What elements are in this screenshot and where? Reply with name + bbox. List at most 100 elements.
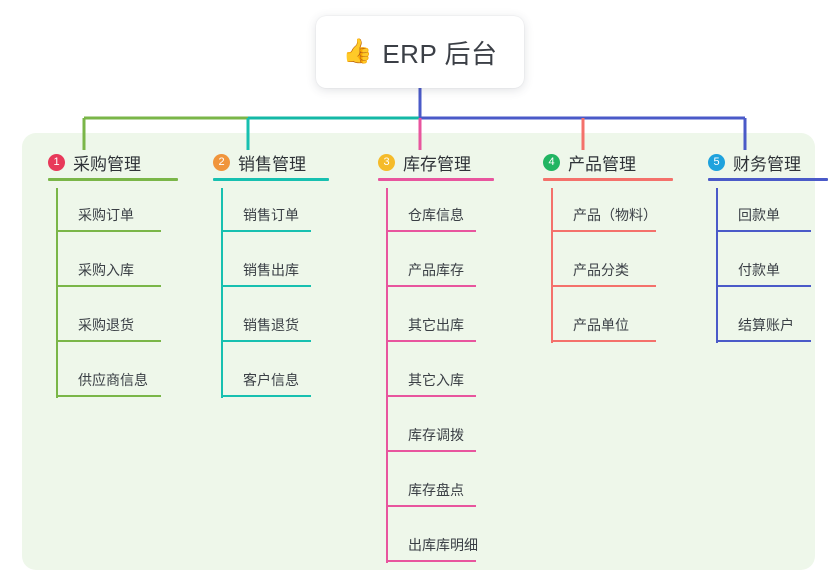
leaf-item[interactable]: 产品分类: [551, 243, 656, 287]
leaf-item[interactable]: 回款单: [716, 188, 811, 232]
leaf-item[interactable]: 其它出库: [386, 298, 476, 342]
leaf-label: 其它入库: [408, 372, 464, 388]
leaf-item[interactable]: 产品库存: [386, 243, 476, 287]
column-underline-1: [48, 178, 178, 181]
column-underline-3: [378, 178, 494, 181]
leaf-spine-4: [551, 188, 553, 343]
leaf-underline: [716, 230, 811, 232]
leaf-item[interactable]: 产品（物料）: [551, 188, 657, 232]
thumbs-up-icon: 👍: [342, 38, 373, 65]
column-badge-3: 3: [378, 153, 395, 171]
leaf-label: 产品（物料）: [573, 207, 657, 223]
leaf-underline: [386, 340, 476, 342]
leaf-label: 其它出库: [408, 317, 464, 333]
leaf-label: 出库库明细: [408, 537, 478, 553]
leaf-underline: [551, 230, 656, 232]
column-underline-5: [708, 178, 828, 181]
leaf-underline: [551, 340, 656, 342]
leaf-item[interactable]: 采购退货: [56, 298, 161, 342]
leaf-label: 销售订单: [243, 207, 299, 223]
leaf-list-1: 采购订单采购入库采购退货供应商信息: [34, 188, 184, 408]
leaf-label: 回款单: [738, 207, 780, 223]
leaf-underline: [386, 505, 476, 507]
leaf-item[interactable]: 客户信息: [221, 353, 311, 397]
root-title: ERP 后台: [382, 38, 498, 69]
leaf-item[interactable]: 库存调拨: [386, 408, 476, 452]
column-title-4: 产品管理: [568, 154, 636, 174]
leaf-item[interactable]: 供应商信息: [56, 353, 161, 397]
leaf-item[interactable]: 付款单: [716, 243, 811, 287]
leaf-spine-5: [716, 188, 718, 343]
leaf-item[interactable]: 产品单位: [551, 298, 656, 342]
leaf-spine-2: [221, 188, 223, 398]
column-badge-1: 1: [48, 153, 65, 171]
leaf-underline: [386, 285, 476, 287]
leaf-label: 仓库信息: [408, 207, 464, 223]
leaf-label: 销售退货: [243, 317, 299, 333]
column-header-1[interactable]: 1 采购管理: [34, 145, 184, 181]
column-1: 1 采购管理采购订单采购入库采购退货供应商信息: [34, 145, 184, 408]
leaf-item[interactable]: 仓库信息: [386, 188, 476, 232]
leaf-underline: [716, 340, 811, 342]
column-title-5: 财务管理: [733, 154, 801, 174]
leaf-item[interactable]: 采购订单: [56, 188, 161, 232]
leaf-item[interactable]: 出库库明细: [386, 518, 478, 562]
leaf-label: 产品单位: [573, 317, 629, 333]
column-title-2: 销售管理: [238, 154, 306, 174]
leaf-underline: [551, 285, 656, 287]
leaf-list-2: 销售订单销售出库销售退货客户信息: [199, 188, 349, 408]
leaf-label: 产品库存: [408, 262, 464, 278]
leaf-label: 销售出库: [243, 262, 299, 278]
column-header-3[interactable]: 3 库存管理: [364, 145, 514, 181]
leaf-list-5: 回款单付款单结算账户: [694, 188, 829, 353]
leaf-underline: [56, 230, 161, 232]
leaf-label: 客户信息: [243, 372, 299, 388]
leaf-item[interactable]: 库存盘点: [386, 463, 476, 507]
leaf-item[interactable]: 销售出库: [221, 243, 311, 287]
column-badge-4: 4: [543, 153, 560, 171]
leaf-label: 采购入库: [78, 262, 134, 278]
column-badge-5: 5: [708, 153, 725, 171]
leaf-item[interactable]: 结算账户: [716, 298, 811, 342]
column-underline-4: [543, 178, 673, 181]
leaf-underline: [716, 285, 811, 287]
column-underline-2: [213, 178, 329, 181]
leaf-underline: [56, 340, 161, 342]
leaf-spine-3: [386, 188, 388, 563]
column-5: 5 财务管理回款单付款单结算账户: [694, 145, 829, 353]
leaf-underline: [386, 450, 476, 452]
leaf-label: 库存盘点: [408, 482, 464, 498]
leaf-list-3: 仓库信息产品库存其它出库其它入库库存调拨库存盘点出库库明细: [364, 188, 514, 573]
leaf-label: 产品分类: [573, 262, 629, 278]
leaf-item[interactable]: 其它入库: [386, 353, 476, 397]
leaf-underline: [386, 560, 476, 562]
leaf-list-4: 产品（物料） 产品分类产品单位: [529, 188, 679, 353]
leaf-label: 付款单: [738, 262, 780, 278]
leaf-label: 库存调拨: [408, 427, 464, 443]
leaf-spine-1: [56, 188, 58, 398]
leaf-item[interactable]: 销售退货: [221, 298, 311, 342]
leaf-item[interactable]: 销售订单: [221, 188, 311, 232]
column-badge-2: 2: [213, 153, 230, 171]
root-node[interactable]: 👍 ERP 后台: [316, 16, 524, 88]
diagram-panel: [22, 133, 815, 570]
column-title-3: 库存管理: [403, 154, 471, 174]
leaf-underline: [221, 340, 311, 342]
column-title-1: 采购管理: [73, 154, 141, 174]
leaf-underline: [221, 285, 311, 287]
leaf-item[interactable]: 采购入库: [56, 243, 161, 287]
column-header-5[interactable]: 5 财务管理: [694, 145, 829, 181]
leaf-label: 采购退货: [78, 317, 134, 333]
leaf-underline: [221, 230, 311, 232]
leaf-label: 结算账户: [738, 317, 794, 333]
column-header-4[interactable]: 4 产品管理: [529, 145, 679, 181]
column-3: 3 库存管理仓库信息产品库存其它出库其它入库库存调拨库存盘点出库库明细: [364, 145, 514, 573]
column-2: 2 销售管理销售订单销售出库销售退货客户信息: [199, 145, 349, 408]
leaf-label: 供应商信息: [78, 372, 148, 388]
column-header-2[interactable]: 2 销售管理: [199, 145, 349, 181]
leaf-underline: [386, 230, 476, 232]
column-4: 4 产品管理产品（物料） 产品分类产品单位: [529, 145, 679, 353]
leaf-underline: [56, 285, 161, 287]
